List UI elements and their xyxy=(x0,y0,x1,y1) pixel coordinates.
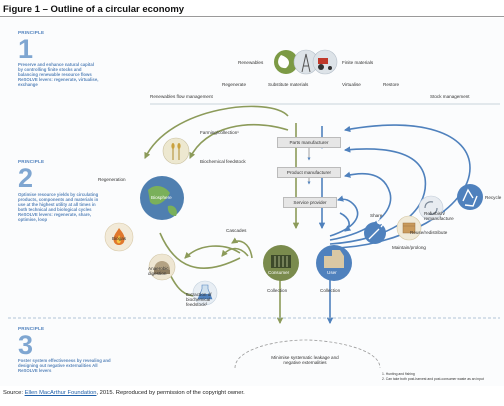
consumer-label: Consumer xyxy=(268,270,290,275)
refurbish-label: Refurbish/ remanufacture xyxy=(424,211,454,222)
user-label: User xyxy=(327,270,337,275)
renewables-flow-label: Renewables flow management xyxy=(150,94,213,99)
footnote-1: 1. Hunting and fishing xyxy=(382,372,415,376)
renewables-label: Renewables xyxy=(238,60,264,65)
principle-2-text: Optimise resource yields by circulating … xyxy=(18,192,99,223)
source-prefix: Source: xyxy=(3,390,25,396)
principle-2-label: PRINCIPLE xyxy=(18,159,45,164)
battery-icon xyxy=(271,255,291,268)
reuse-label: Reuse/redistribute xyxy=(410,230,448,235)
cascades-label: Cascades xyxy=(226,228,247,233)
regenerate-label: Regenerate xyxy=(222,82,247,87)
recycle-label: Recycle xyxy=(485,195,502,200)
globe-icon xyxy=(148,186,177,216)
substitute-label: Substitute materials xyxy=(268,82,309,87)
principle-3-text: Foster system effectiveness by revealing… xyxy=(18,358,111,374)
principle-1-text: Preserve and enhance natural capital by … xyxy=(18,62,99,88)
virtualise-label: Virtualise xyxy=(342,82,361,87)
leaf-icon xyxy=(278,55,289,69)
figure-title: Figure 1 – Outline of a circular economy xyxy=(3,4,185,15)
collection-left-label: Collection xyxy=(267,288,288,293)
restore-label: Restore xyxy=(383,82,400,87)
biogas-label: Biogas xyxy=(112,236,127,241)
minimise-leakage-label: Minimise systematic leakage and negative… xyxy=(271,355,339,366)
maintain-label: Maintain/prolong xyxy=(392,245,426,250)
recycle-icon xyxy=(462,188,478,207)
product-manufacturer-box: Product manufacturer xyxy=(277,167,341,178)
flask-icon xyxy=(197,284,213,300)
refresh-icon xyxy=(424,201,438,215)
refurbish-circle xyxy=(418,195,444,221)
oil-rig-icon xyxy=(301,53,311,73)
extraction-label: Extraction of biochemical feedstock² xyxy=(186,292,212,308)
digester-icon xyxy=(154,261,170,274)
wrench-icon xyxy=(368,217,384,240)
recycle-circle xyxy=(457,184,483,210)
farming-circle xyxy=(162,137,190,165)
factory-icon xyxy=(324,250,344,268)
service-provider-box: Service provider xyxy=(283,197,337,208)
collection-right-label: Collection xyxy=(320,288,341,293)
tractor-icon xyxy=(318,58,332,70)
diagram-frame xyxy=(0,18,504,386)
box-icon xyxy=(402,222,416,234)
source-link[interactable]: Ellen MacArthur Foundation xyxy=(24,390,97,396)
farming-label: Farming/collection¹ xyxy=(200,130,239,135)
source-line: Source: Ellen MacArthur Foundation, 2015… xyxy=(3,390,498,396)
biochemical-label: Biochemical feedstock xyxy=(200,159,246,164)
circular-economy-diagram xyxy=(8,49,500,369)
principle-3-number: 3 xyxy=(18,330,34,360)
parts-manufacturer-box: Parts manufacturer xyxy=(277,137,341,148)
principle-2-number: 2 xyxy=(18,163,34,193)
technical-cycle-arrows xyxy=(318,124,471,325)
title-divider xyxy=(0,16,504,17)
biosphere-label: Biosphere xyxy=(151,195,172,200)
finite-materials-label: Finite materials xyxy=(342,60,374,65)
anaerobic-label: Anaerobic digestion xyxy=(148,266,169,277)
footnote-2: 2. Can take both post-harvest and post-c… xyxy=(382,377,484,381)
principle-1-label: PRINCIPLE xyxy=(18,30,45,35)
flame-icon xyxy=(113,228,125,245)
principle-1-number: 1 xyxy=(18,34,34,64)
wheat-icon xyxy=(171,143,181,160)
regeneration-label: Regeneration xyxy=(98,177,126,182)
stock-management-label: Stock management xyxy=(430,94,470,99)
leakage-dome xyxy=(234,339,381,369)
source-suffix: , 2015. Reproduced by permission of the … xyxy=(96,390,245,396)
share-label: Share xyxy=(370,213,383,218)
principle-3-label: PRINCIPLE xyxy=(18,326,45,331)
